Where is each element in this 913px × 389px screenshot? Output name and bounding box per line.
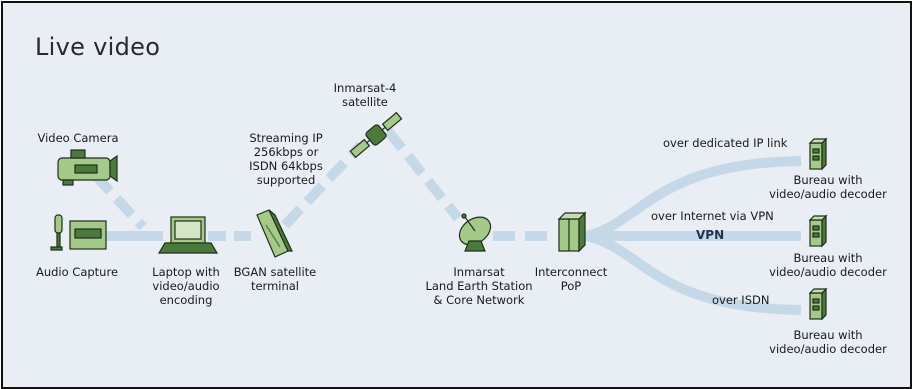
- label-route-ip: over dedicated IP link: [663, 136, 788, 150]
- label-audio-capture: Audio Capture: [35, 265, 119, 279]
- label-route-isdn: over ISDN: [712, 293, 770, 307]
- label-streaming: Streaming IP 256kbps or ISDN 64kbps supp…: [249, 131, 323, 187]
- label-route-vpn: over Internet via VPN: [651, 209, 774, 223]
- links: [91, 127, 802, 315]
- link-bgan-satellite: [281, 141, 365, 229]
- network-diagram: [50, 111, 828, 321]
- satellite-icon: [349, 111, 403, 159]
- dish-icon: [458, 213, 492, 252]
- label-bgan-terminal: BGAN satellite terminal: [233, 265, 317, 293]
- page-title: Live video: [35, 33, 161, 61]
- decoder-icon: [808, 137, 828, 171]
- link-satellite-station: [384, 127, 462, 222]
- vpn-badge: VPN: [696, 228, 725, 242]
- video-camera-icon: [57, 149, 118, 186]
- link-pop-ip: [584, 156, 802, 241]
- label-land-earth-station: Inmarsat Land Earth Station & Core Netwo…: [425, 265, 533, 307]
- microphone-icon: [50, 214, 107, 251]
- label-satellite: Inmarsat-4 satellite: [333, 81, 397, 109]
- link-camera-laptop: [91, 171, 147, 231]
- decoder-icon: [808, 287, 828, 321]
- link-pop-isdn: [584, 231, 802, 315]
- label-video-camera: Video Camera: [37, 131, 119, 145]
- label-bureau-2: Bureau with video/audio decoder: [769, 251, 887, 279]
- decoder-icon: [808, 214, 828, 248]
- label-laptop: Laptop with video/audio encoding: [152, 265, 220, 307]
- label-bureau-3: Bureau with video/audio decoder: [769, 328, 887, 356]
- label-interconnect: Interconnect PoP: [534, 265, 608, 293]
- bgan-terminal-icon: [256, 209, 293, 258]
- laptop-icon: [157, 216, 219, 254]
- label-bureau-1: Bureau with video/audio decoder: [769, 173, 887, 201]
- interconnect-icon: [557, 211, 587, 253]
